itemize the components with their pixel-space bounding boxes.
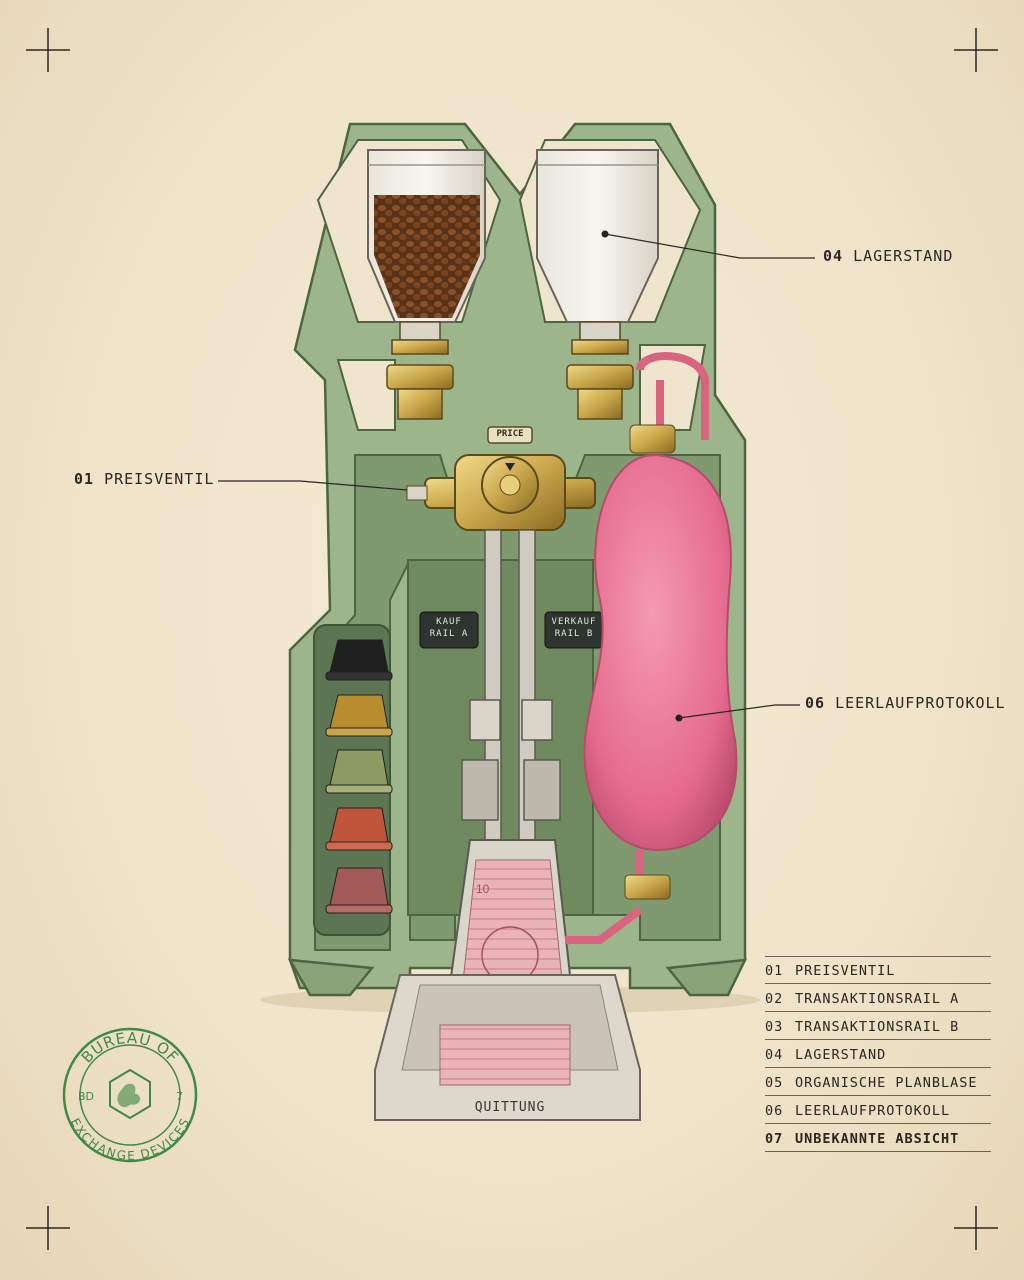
legend-number: 01	[765, 963, 784, 979]
transaction-rails	[461, 529, 561, 871]
rail-b-label: VERKAUF RAIL B	[545, 616, 603, 640]
legend-row: 03 TRANSAKTIONSRAIL B	[765, 1012, 991, 1040]
legend-row: 05 ORGANISCHE PLANBLASE	[765, 1068, 991, 1096]
stamp-left-text: BD	[78, 1090, 94, 1103]
svg-text:BUREAU OF: BUREAU OF	[78, 1029, 183, 1067]
bureau-stamp	[62, 1027, 198, 1163]
callout-number: 06	[805, 694, 826, 712]
legend-label: LAGERSTAND	[795, 1047, 887, 1063]
price-label: PRICE	[496, 429, 524, 439]
tray-label: QUITTUNG	[474, 1100, 546, 1115]
callout-number: 01	[74, 470, 95, 488]
hopper-necks	[386, 321, 634, 420]
legend-row: 07 UNBEKANNTE ABSICHT	[765, 1124, 991, 1152]
legend-label: TRANSAKTIONSRAIL B	[795, 1019, 960, 1035]
callout-preisventil: 01 PREISVENTIL	[74, 470, 214, 488]
legend-row: 04 LAGERSTAND	[765, 1040, 991, 1068]
legend-label: ORGANISCHE PLANBLASE	[795, 1075, 978, 1091]
banknote-value: 10	[476, 882, 490, 896]
stamp-bottom-text: EXCHANGE DEVICES	[68, 1116, 192, 1163]
bean-hopper	[367, 149, 486, 323]
svg-text:EXCHANGE DEVICES: EXCHANGE DEVICES	[68, 1116, 192, 1163]
legend-row: 02 TRANSAKTIONSRAIL A	[765, 984, 991, 1012]
legend-label: PREISVENTIL	[795, 963, 896, 979]
callout-label: LAGERSTAND	[853, 247, 954, 265]
callout-lagerstand: 04 LAGERSTAND	[823, 247, 953, 265]
stamp-right-text: 7	[176, 1090, 183, 1103]
capsule-column	[313, 624, 393, 936]
rail-a-label: KAUF RAIL A	[420, 616, 478, 640]
legend-row: 01 PREISVENTIL	[765, 956, 991, 984]
callout-label: PREISVENTIL	[104, 470, 215, 488]
rail-a-plate	[419, 611, 479, 649]
legend-number: 07	[765, 1131, 784, 1147]
rail-b-line1: VERKAUF	[551, 617, 597, 627]
organic-bladder	[565, 352, 738, 944]
legend-label: UNBEKANNTE ABSICHT	[795, 1131, 960, 1147]
legend-number: 05	[765, 1075, 784, 1091]
rail-a-line1: KAUF	[436, 617, 462, 627]
rail-b-line2: RAIL B	[554, 629, 594, 639]
leader-lines	[218, 233, 815, 719]
legend-label: TRANSAKTIONSRAIL A	[795, 991, 960, 1007]
legend-number: 03	[765, 1019, 784, 1035]
legend-table: 01 PREISVENTIL 02 TRANSAKTIONSRAIL A 03 TRA…	[765, 956, 991, 1152]
rail-a-line2: RAIL A	[429, 629, 469, 639]
callout-label: LEERLAUFPROTOKOLL	[835, 694, 1006, 712]
legend-label: LEERLAUFPROTOKOLL	[795, 1103, 951, 1119]
callout-leerlaufprotokoll: 06 LEERLAUFPROTOKOLL	[805, 694, 1006, 712]
legend-number: 06	[765, 1103, 784, 1119]
price-valve	[406, 426, 596, 531]
legend-number: 02	[765, 991, 784, 1007]
legend-row: 06 LEERLAUFPROTOKOLL	[765, 1096, 991, 1124]
corner-marks	[26, 28, 998, 1250]
callout-number: 04	[823, 247, 844, 265]
receipt-tray	[374, 974, 641, 1121]
stamp-top-text: BUREAU OF	[78, 1029, 182, 1067]
stock-hopper	[536, 149, 659, 323]
legend-number: 04	[765, 1047, 784, 1063]
